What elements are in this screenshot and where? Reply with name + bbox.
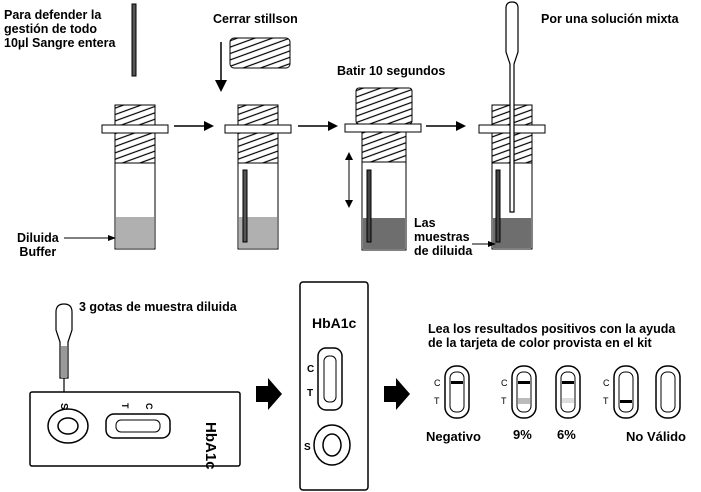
result-c-letter-3: C	[603, 378, 610, 388]
step-arrow-2	[298, 121, 338, 131]
result-t-letter-3: T	[603, 396, 609, 406]
result-9-percent	[511, 365, 537, 419]
test-cassette-horizontal	[29, 391, 241, 467]
result-invalid-2	[655, 365, 681, 419]
test-cassette-vertical	[299, 281, 369, 491]
vcassette-c-letter: C	[307, 364, 314, 375]
tube-4	[478, 1, 546, 250]
buffer-pointer	[64, 235, 116, 241]
result-t-letter-2: T	[501, 396, 507, 406]
buffer-label: Diluida Buffer	[17, 231, 59, 259]
drops-label: 3 gotas de muestra diluida	[79, 300, 237, 314]
result-t-letter-1: T	[434, 396, 440, 406]
dropper	[55, 303, 73, 392]
arrow-right-1	[256, 378, 282, 410]
step-arrow-3	[426, 121, 466, 131]
diluted-pointer	[472, 241, 496, 247]
nine-percent-label: 9%	[513, 427, 532, 442]
vcassette-title: HbA1c	[312, 315, 357, 331]
screw-cap	[215, 37, 291, 92]
result-invalid-1	[613, 365, 639, 419]
vcassette-s-letter: S	[304, 442, 311, 453]
six-percent-label: 6%	[557, 427, 576, 442]
negative-label: Negativo	[426, 429, 481, 444]
result-6-percent	[555, 365, 581, 419]
tube-1	[101, 104, 169, 250]
step4-label: Por una solución mixta	[541, 12, 679, 26]
invalid-label: No Válido	[626, 429, 686, 444]
step3-label: Batir 10 segundos	[337, 64, 446, 78]
step1-label: Para defender la gestión de todo 10µl Sa…	[4, 8, 116, 50]
result-negative	[444, 365, 470, 419]
cassette-s-letter: S	[58, 403, 69, 410]
step-arrow-1	[174, 121, 214, 131]
cassette-t-letter: T	[120, 403, 130, 409]
result-c-letter-2: C	[501, 378, 508, 388]
results-instruction: Lea los resultados positivos con la ayud…	[428, 322, 676, 350]
capillary-tube	[131, 3, 137, 77]
step2-label: Cerrar stillson	[213, 12, 298, 26]
cassette-rotated-title: HbA1c	[202, 422, 219, 470]
arrow-right-2	[384, 378, 410, 410]
tube-3	[344, 87, 422, 251]
cassette-c-letter: C	[144, 403, 154, 410]
result-c-letter-1: C	[434, 378, 441, 388]
tube-2	[224, 104, 292, 250]
vcassette-t-letter: T	[307, 388, 313, 399]
diluted-label: Las muestras de diluida	[414, 216, 473, 258]
